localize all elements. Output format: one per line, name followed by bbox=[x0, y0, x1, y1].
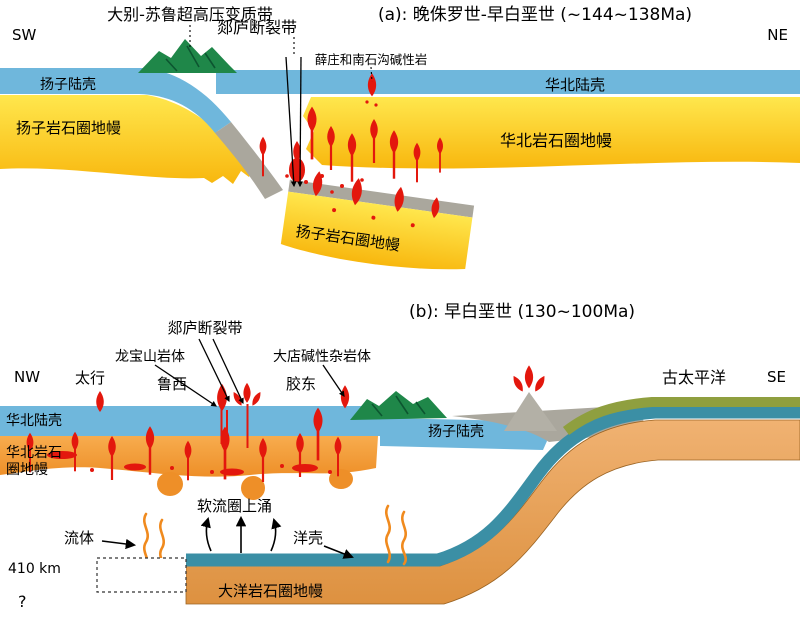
label-yangtze-crust-a: 扬子陆壳 bbox=[40, 76, 96, 93]
label-longbaoshan: 龙宝山岩体 bbox=[115, 349, 185, 365]
mantle-drip bbox=[329, 469, 353, 489]
label-yangtze-crust-b: 扬子陆壳 bbox=[428, 423, 484, 440]
mantle-drip bbox=[157, 472, 183, 496]
label-upwelling: 软流圈上涌 bbox=[197, 497, 272, 515]
fluid-label-arrow bbox=[101, 538, 137, 550]
detached-yangtze-slab: 扬子岩石圈地幔 bbox=[280, 170, 475, 270]
direction-nw: NW bbox=[14, 368, 40, 386]
magma-dot bbox=[330, 190, 334, 194]
tanlu-fault-line bbox=[285, 56, 297, 188]
subducted-crust-gray-slab bbox=[215, 122, 283, 199]
magma-dot bbox=[340, 184, 344, 188]
magma-dot bbox=[360, 178, 364, 182]
magma-dike-field-b bbox=[27, 383, 350, 482]
seafloor-olive-band bbox=[562, 397, 800, 435]
belt-hatch-lines bbox=[165, 45, 216, 72]
magma-dot bbox=[332, 208, 337, 213]
ocean-crust-label-arrow bbox=[323, 545, 354, 559]
label-alkaline-rocks: 薛庄和南石沟碱性岩 bbox=[315, 52, 428, 67]
panel-a-title: (a): 晚侏罗世-早白垩世 (~144~138Ma) bbox=[378, 5, 692, 25]
dadian-complex-icon bbox=[340, 385, 350, 409]
label-luxi: 鲁西 bbox=[157, 375, 187, 393]
north-china-lithospheric-mantle-shape bbox=[303, 97, 800, 169]
label-north-china-crust-a: 华北陆壳 bbox=[545, 76, 605, 94]
magma-dot bbox=[285, 174, 289, 178]
upwelling-arrow bbox=[270, 518, 282, 552]
upwelling-arrow bbox=[200, 516, 212, 552]
magma-dot bbox=[328, 470, 332, 474]
label-nc-mantle-line2: 圈地幔 bbox=[6, 462, 48, 478]
fluid-wavy-line bbox=[401, 510, 407, 566]
detached-slab-gray-top bbox=[288, 179, 475, 218]
label-tanlu-fault-b: 郯庐断裂带 bbox=[167, 319, 242, 337]
label-fluid: 流体 bbox=[64, 529, 94, 547]
oceanic-crust-teal-band bbox=[186, 405, 800, 567]
magma-sill bbox=[47, 451, 77, 459]
upwelling-arrows bbox=[200, 515, 282, 553]
magma-sill bbox=[124, 463, 146, 471]
direction-ne: NE bbox=[767, 26, 788, 44]
oceanic-lithospheric-mantle-slab bbox=[185, 419, 800, 605]
panel-b: (b): 早白垩世 (130~100Ma) 郯庐断裂带 龙宝山岩体 大店碱性杂岩… bbox=[0, 302, 800, 611]
slab-unknown-dashed-box bbox=[96, 557, 187, 593]
tanlu-fault-line bbox=[297, 56, 303, 188]
magma-dot bbox=[280, 464, 284, 468]
label-unknown-question: ? bbox=[18, 592, 27, 611]
volcano-cone bbox=[504, 392, 557, 431]
yangtze-crust-shape bbox=[0, 68, 231, 133]
label-paleo-pacific: 古太平洋 bbox=[662, 368, 726, 387]
label-taihang: 太行 bbox=[75, 369, 105, 387]
magma-dot bbox=[410, 223, 415, 228]
magma-dot bbox=[90, 468, 94, 472]
magma-dot bbox=[304, 180, 308, 184]
magma-feeder-dike bbox=[220, 404, 223, 444]
magma-dot bbox=[371, 215, 376, 220]
belt-hatch-lines-b bbox=[371, 395, 426, 417]
yangtze-crust-shape-b bbox=[380, 418, 547, 450]
north-china-crust-shape bbox=[216, 70, 800, 94]
magma-dot bbox=[170, 466, 174, 470]
magma-dot bbox=[365, 100, 369, 104]
magma-feeder-dike bbox=[226, 410, 228, 444]
label-dadian: 大店碱性杂岩体 bbox=[273, 349, 371, 365]
magma-sill bbox=[292, 464, 318, 472]
direction-sw: SW bbox=[12, 26, 37, 44]
tanlu-fault-arrow-b bbox=[198, 338, 230, 403]
dadian-arrow bbox=[322, 364, 345, 397]
magma-sill bbox=[220, 468, 244, 476]
panel-a: 扬子岩石圈地幔 bbox=[0, 5, 800, 270]
mantle-drip bbox=[241, 476, 265, 500]
label-jiaodong: 胶东 bbox=[286, 375, 316, 393]
longbaoshan-arrow bbox=[154, 364, 217, 407]
label-north-china-crust-b: 华北陆壳 bbox=[6, 412, 62, 429]
sulu-belt-shape-b bbox=[350, 391, 447, 420]
label-nc-mantle-line1: 华北岩石 bbox=[6, 445, 62, 461]
alkaline-rocks-intrusion bbox=[365, 73, 378, 107]
volcano-eruption-icon bbox=[511, 365, 547, 393]
label-north-china-mantle-a: 华北岩石圈地幔 bbox=[500, 131, 612, 150]
label-ocean-crust: 洋壳 bbox=[293, 529, 323, 547]
direction-se: SE bbox=[767, 368, 786, 386]
label-410km: 410 km bbox=[8, 561, 61, 577]
magma-feeder-dike bbox=[246, 404, 249, 448]
magma-dot bbox=[374, 103, 378, 107]
label-yangtze-mantle-a: 扬子岩石圈地幔 bbox=[16, 119, 121, 137]
detached-slab-body bbox=[280, 191, 473, 270]
label-uhp-belt: 大别-苏鲁超高压变质带 bbox=[107, 5, 273, 24]
panel-b-title: (b): 早白垩世 (130~100Ma) bbox=[409, 302, 635, 322]
label-oceanic-mantle: 大洋岩石圈地幔 bbox=[218, 582, 323, 600]
tanlu-fault-arrow-b bbox=[212, 338, 244, 405]
yangtze-lithospheric-mantle-shape bbox=[0, 95, 250, 184]
dabie-sulu-belt-shape bbox=[138, 39, 237, 73]
label-tanlu-fault-a: 郯庐断裂带 bbox=[217, 18, 297, 37]
magma-dot bbox=[320, 174, 324, 178]
magma-dot bbox=[210, 470, 214, 474]
fluid-wavy-line bbox=[385, 504, 391, 564]
